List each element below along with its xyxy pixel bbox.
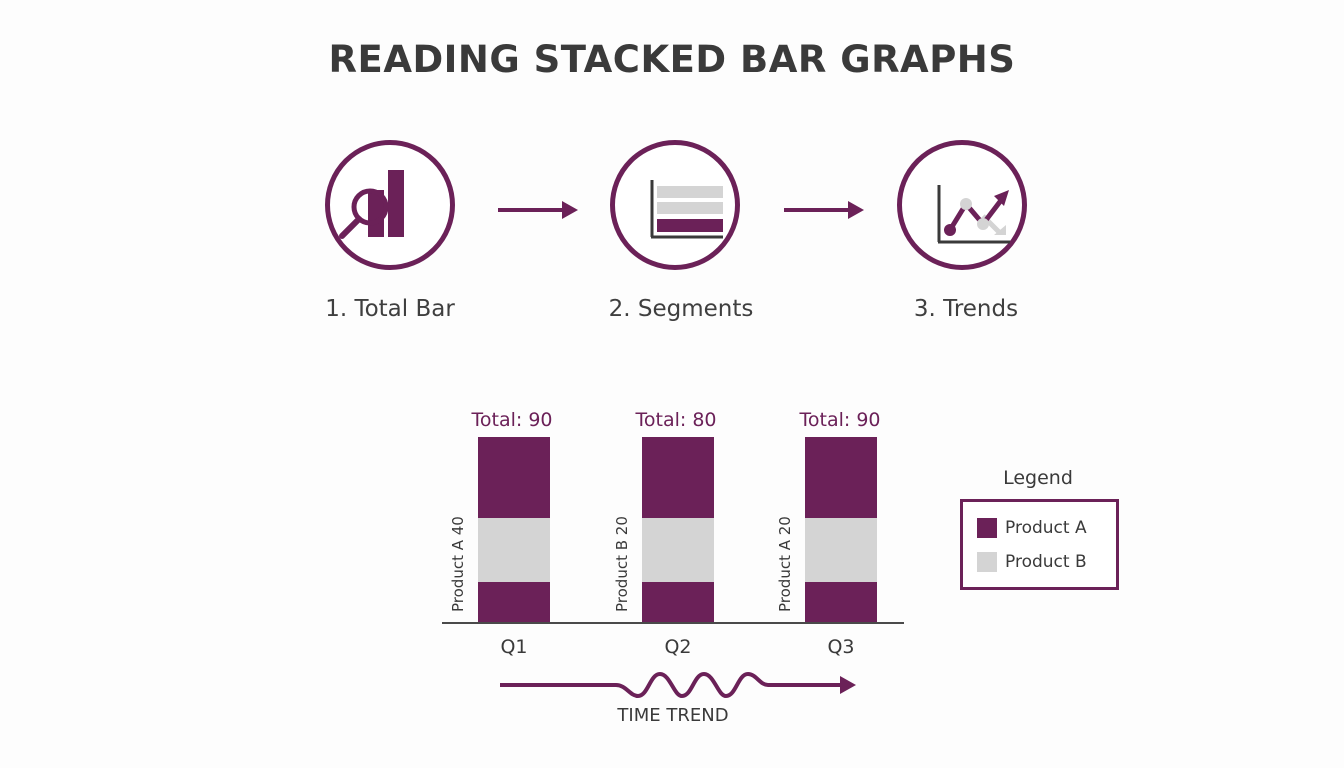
- step-1-label: 1. Total Bar: [325, 296, 455, 322]
- time-trend-arrow-icon: [498, 668, 858, 706]
- bar-q1-total-label: Total: 90: [471, 409, 553, 431]
- step-2-label: 2. Segments: [608, 296, 754, 322]
- legend-label-product-a: Product A: [1005, 518, 1087, 538]
- magnifier-bar-chart-icon: [339, 170, 404, 239]
- bar-q2-side-label: Product B 20: [613, 516, 631, 612]
- time-trend-label: TIME TREND: [617, 705, 729, 726]
- bar-q3: [805, 437, 877, 623]
- bar-q1-product-a-top: [478, 437, 550, 518]
- x-axis-line: [442, 622, 904, 624]
- bar-q3-product-a-bottom: [805, 582, 877, 623]
- arrow-right-icon: [496, 198, 580, 222]
- bar-q2-product-a-top: [642, 437, 714, 518]
- arrow-right-icon: [782, 198, 866, 222]
- x-tick-q2: Q2: [664, 636, 692, 658]
- step-1-circle: [325, 140, 455, 270]
- x-tick-q1: Q1: [500, 636, 528, 658]
- bar-q1-product-a-bottom: [478, 582, 550, 623]
- legend-label-product-b: Product B: [1005, 552, 1087, 572]
- legend-title: Legend: [1003, 467, 1073, 489]
- legend-item-product-a: Product A: [977, 518, 1087, 538]
- bar-q3-product-b: [805, 518, 877, 582]
- bar-q2-total-label: Total: 80: [635, 409, 717, 431]
- bar-q1-product-b: [478, 518, 550, 582]
- stacked-segments-icon: [650, 180, 723, 239]
- step-3-label: 3. Trends: [913, 296, 1019, 322]
- bar-q3-side-label: Product A 20: [776, 516, 794, 612]
- legend-swatch-product-b: [977, 552, 997, 572]
- legend: Product A Product B: [960, 499, 1119, 590]
- bar-q1-side-label: Product A 40: [449, 516, 467, 612]
- legend-swatch-product-a: [977, 518, 997, 538]
- x-tick-q3: Q3: [827, 636, 855, 658]
- bar-q2: [642, 437, 714, 623]
- legend-item-product-b: Product B: [977, 552, 1087, 572]
- bar-q3-product-a-top: [805, 437, 877, 518]
- step-3-circle: [897, 140, 1027, 270]
- trend-line-icon: [937, 185, 1010, 244]
- bar-q2-product-a-bottom: [642, 582, 714, 623]
- page-title: READING STACKED BAR GRAPHS: [328, 38, 1016, 81]
- bar-q1: [478, 437, 550, 623]
- bar-q3-total-label: Total: 90: [799, 409, 881, 431]
- step-2-circle: [610, 140, 740, 270]
- bar-q2-product-b: [642, 518, 714, 582]
